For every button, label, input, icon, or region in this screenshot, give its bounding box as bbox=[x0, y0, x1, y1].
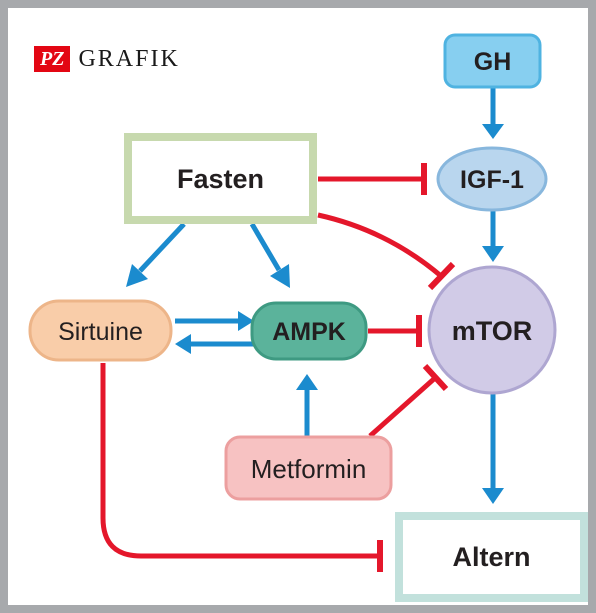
node-igf1: IGF-1 bbox=[436, 146, 548, 212]
edge-fasten-ampk bbox=[249, 222, 290, 288]
node-ampk-label: AMPK bbox=[272, 318, 346, 346]
pz-grafik-logo: PZ GRAFIK bbox=[34, 46, 180, 72]
edge-metformin-inhibits-mtor bbox=[368, 363, 449, 438]
edge-gh-igf1 bbox=[482, 88, 504, 139]
node-sirtuine-label: Sirtuine bbox=[58, 318, 143, 346]
edge-sirtuine-inhibits-altern bbox=[100, 363, 383, 572]
edge-fasten-sirtuine bbox=[126, 222, 186, 287]
logo-text: GRAFIK bbox=[78, 45, 180, 72]
node-gh: GH bbox=[443, 33, 542, 89]
pathway-diagram: GH IGF-1 Fasten Sirtuine AMPK mTOR bbox=[28, 33, 588, 602]
edge-mtor-altern bbox=[482, 388, 504, 504]
edge-fasten-inhibits-igf1 bbox=[318, 163, 427, 195]
node-fasten: Fasten bbox=[124, 133, 317, 224]
edge-igf1-mtor bbox=[482, 210, 504, 262]
edge-ampk-inhibits-mtor bbox=[368, 315, 422, 347]
edge-sirtuine-ampk bbox=[175, 311, 254, 331]
node-metformin: Metformin bbox=[224, 435, 393, 501]
edge-fasten-inhibits-mtor bbox=[317, 212, 456, 291]
node-gh-label: GH bbox=[474, 48, 512, 76]
node-altern-label: Altern bbox=[452, 542, 530, 572]
node-ampk: AMPK bbox=[250, 301, 368, 361]
node-metformin-label: Metformin bbox=[251, 454, 367, 484]
node-igf1-label: IGF-1 bbox=[460, 166, 524, 194]
node-mtor: mTOR bbox=[427, 265, 557, 395]
edge-ampk-sirtuine bbox=[175, 334, 254, 354]
node-altern: Altern bbox=[395, 512, 588, 602]
edge-metformin-ampk bbox=[296, 374, 318, 436]
logo-badge: PZ bbox=[34, 46, 71, 72]
node-sirtuine: Sirtuine bbox=[28, 299, 173, 362]
node-mtor-label: mTOR bbox=[452, 316, 533, 346]
node-fasten-label: Fasten bbox=[177, 164, 264, 194]
